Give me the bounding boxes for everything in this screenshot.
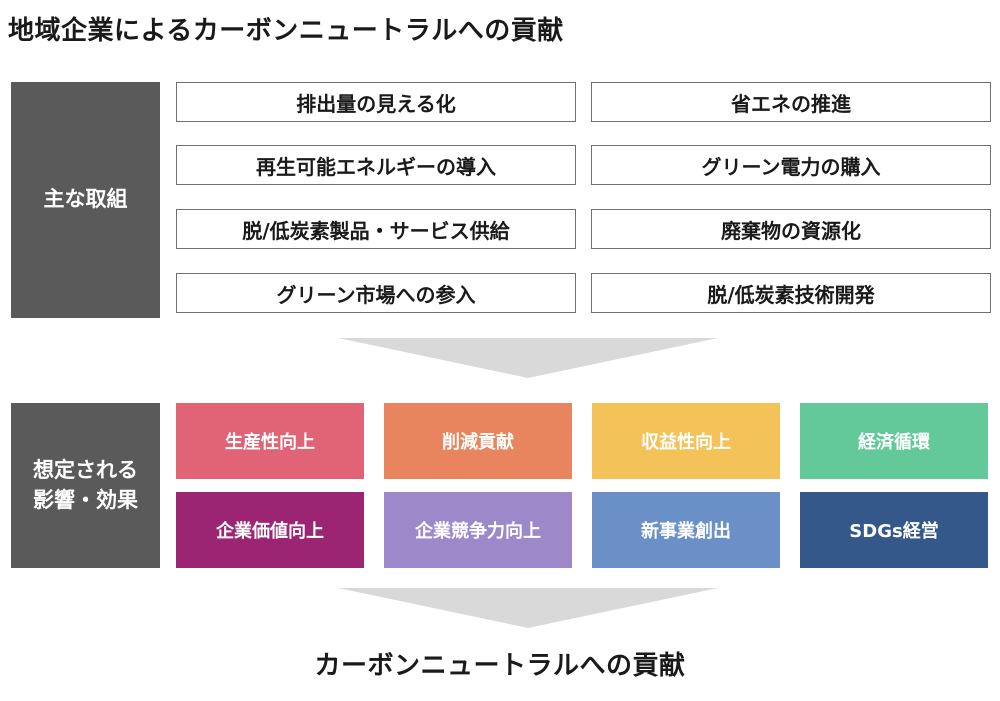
effect-tile: 企業価値向上	[176, 492, 364, 568]
page-title: 地域企業によるカーボンニュートラルへの貢献	[8, 16, 564, 46]
effect-tile: 経済循環	[800, 403, 988, 479]
effect-tile: 企業競争力向上	[384, 492, 572, 568]
initiative-box: 脱/低炭素製品・サービス供給	[176, 209, 576, 249]
down-arrow	[338, 588, 718, 628]
effect-tile: 生産性向上	[176, 403, 364, 479]
initiative-box: 廃棄物の資源化	[591, 209, 991, 249]
initiative-box: 排出量の見える化	[176, 82, 576, 122]
initiative-box: グリーン電力の購入	[591, 145, 991, 185]
initiative-box: 省エネの推進	[591, 82, 991, 122]
initiative-box: グリーン市場への参入	[176, 273, 576, 313]
effect-tile: 新事業創出	[592, 492, 780, 568]
effects-label: 想定される 影響・効果	[11, 403, 160, 568]
effect-tile: SDGs経営	[800, 492, 988, 568]
initiative-box: 脱/低炭素技術開発	[591, 273, 991, 313]
down-arrow	[338, 338, 718, 378]
effect-tile: 収益性向上	[592, 403, 780, 479]
initiatives-label: 主な取組	[11, 82, 160, 318]
initiative-box: 再生可能エネルギーの導入	[176, 145, 576, 185]
effect-tile: 削減貢献	[384, 403, 572, 479]
result-text: カーボンニュートラルへの貢献	[314, 651, 686, 681]
